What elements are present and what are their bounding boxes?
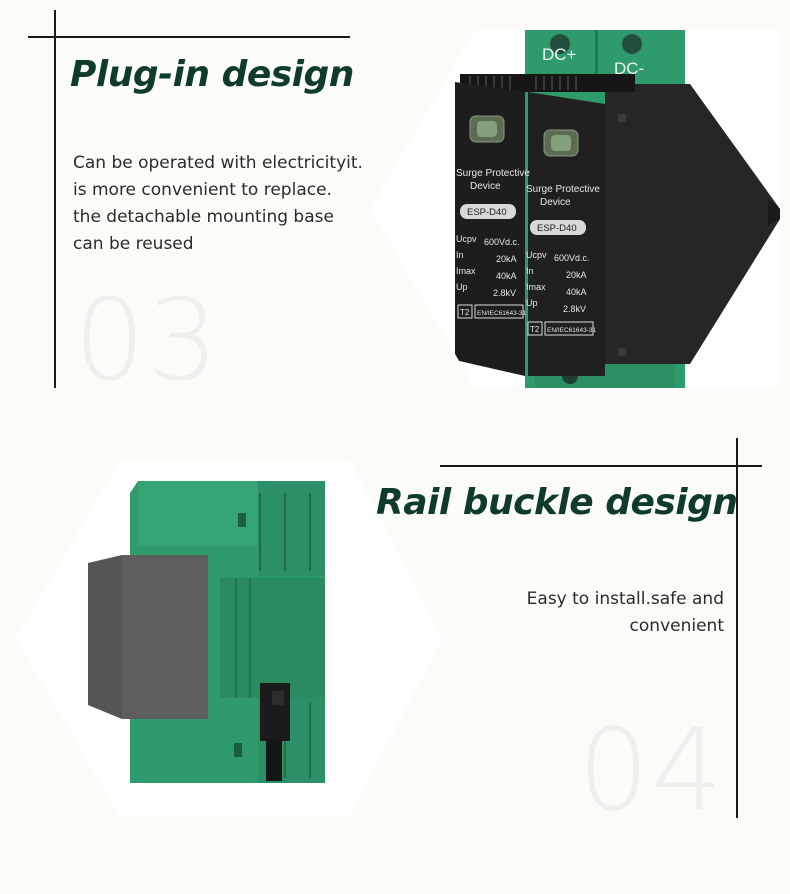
spec-value: 20kA <box>496 254 517 264</box>
spec-value: 600Vd.c. <box>554 253 590 263</box>
spec-name: Imax <box>456 266 476 276</box>
section-rail-buckle: 04 Rail buckle design Easy to install.sa… <box>0 420 790 894</box>
spec-name: In <box>526 266 534 276</box>
description-line: Easy to install.safe and <box>526 589 724 609</box>
divider-vertical <box>54 10 56 388</box>
spec-value: 40kA <box>496 271 517 281</box>
section-number: 04 <box>578 706 725 836</box>
model-label: ESP-D40 <box>467 207 507 218</box>
standard-label: EN/IEC61643-31 <box>547 327 597 334</box>
class-badge: T2 <box>530 325 540 334</box>
description-line: can be reused <box>73 234 194 254</box>
module-title-line2: Device <box>470 181 501 192</box>
section-description: Easy to install.safe and convenient <box>527 586 724 640</box>
spec-value: 2.8kV <box>563 304 586 314</box>
module-title-line1: Surge Protective <box>526 184 600 195</box>
description-line: is more convenient to replace. <box>73 180 332 200</box>
spec-name: Up <box>456 282 468 292</box>
spec-value: 40kA <box>566 287 587 297</box>
module-title-line2: Device <box>540 197 571 208</box>
section-title: Rail buckle design <box>376 482 738 523</box>
section-plug-in: 03 Plug-in design Can be operated with e… <box>0 0 790 420</box>
section-description: Can be operated with electricityit. is m… <box>73 150 363 258</box>
spec-name: Ucpv <box>456 234 477 244</box>
spec-value: 2.8kV <box>493 288 516 298</box>
divider-horizontal <box>440 465 762 467</box>
product-image-side <box>16 461 442 817</box>
spec-value: 20kA <box>566 270 587 280</box>
description-line: the detachable mounting base <box>73 207 334 227</box>
spec-name: In <box>456 250 464 260</box>
description-line: Can be operated with electricityit. <box>73 153 363 173</box>
spec-name: Imax <box>526 282 546 292</box>
spec-name: Up <box>526 298 538 308</box>
divider-vertical <box>736 438 738 818</box>
module-title-line1: Surge Protective <box>456 168 530 179</box>
section-number: 03 <box>74 276 221 406</box>
dc-plus-label: DC+ <box>542 45 577 64</box>
product-image-front: DC+ DC- <box>370 30 780 388</box>
class-badge: T2 <box>460 308 470 317</box>
standard-label: EN/IEC61643-31 <box>477 310 527 317</box>
divider-horizontal <box>28 36 350 38</box>
model-label: ESP-D40 <box>537 223 577 234</box>
description-line: convenient <box>629 616 724 636</box>
dc-minus-label: DC- <box>614 59 644 78</box>
section-title: Plug-in design <box>70 54 354 95</box>
spec-name: Ucpv <box>526 250 547 260</box>
spec-value: 600Vd.c. <box>484 237 520 247</box>
